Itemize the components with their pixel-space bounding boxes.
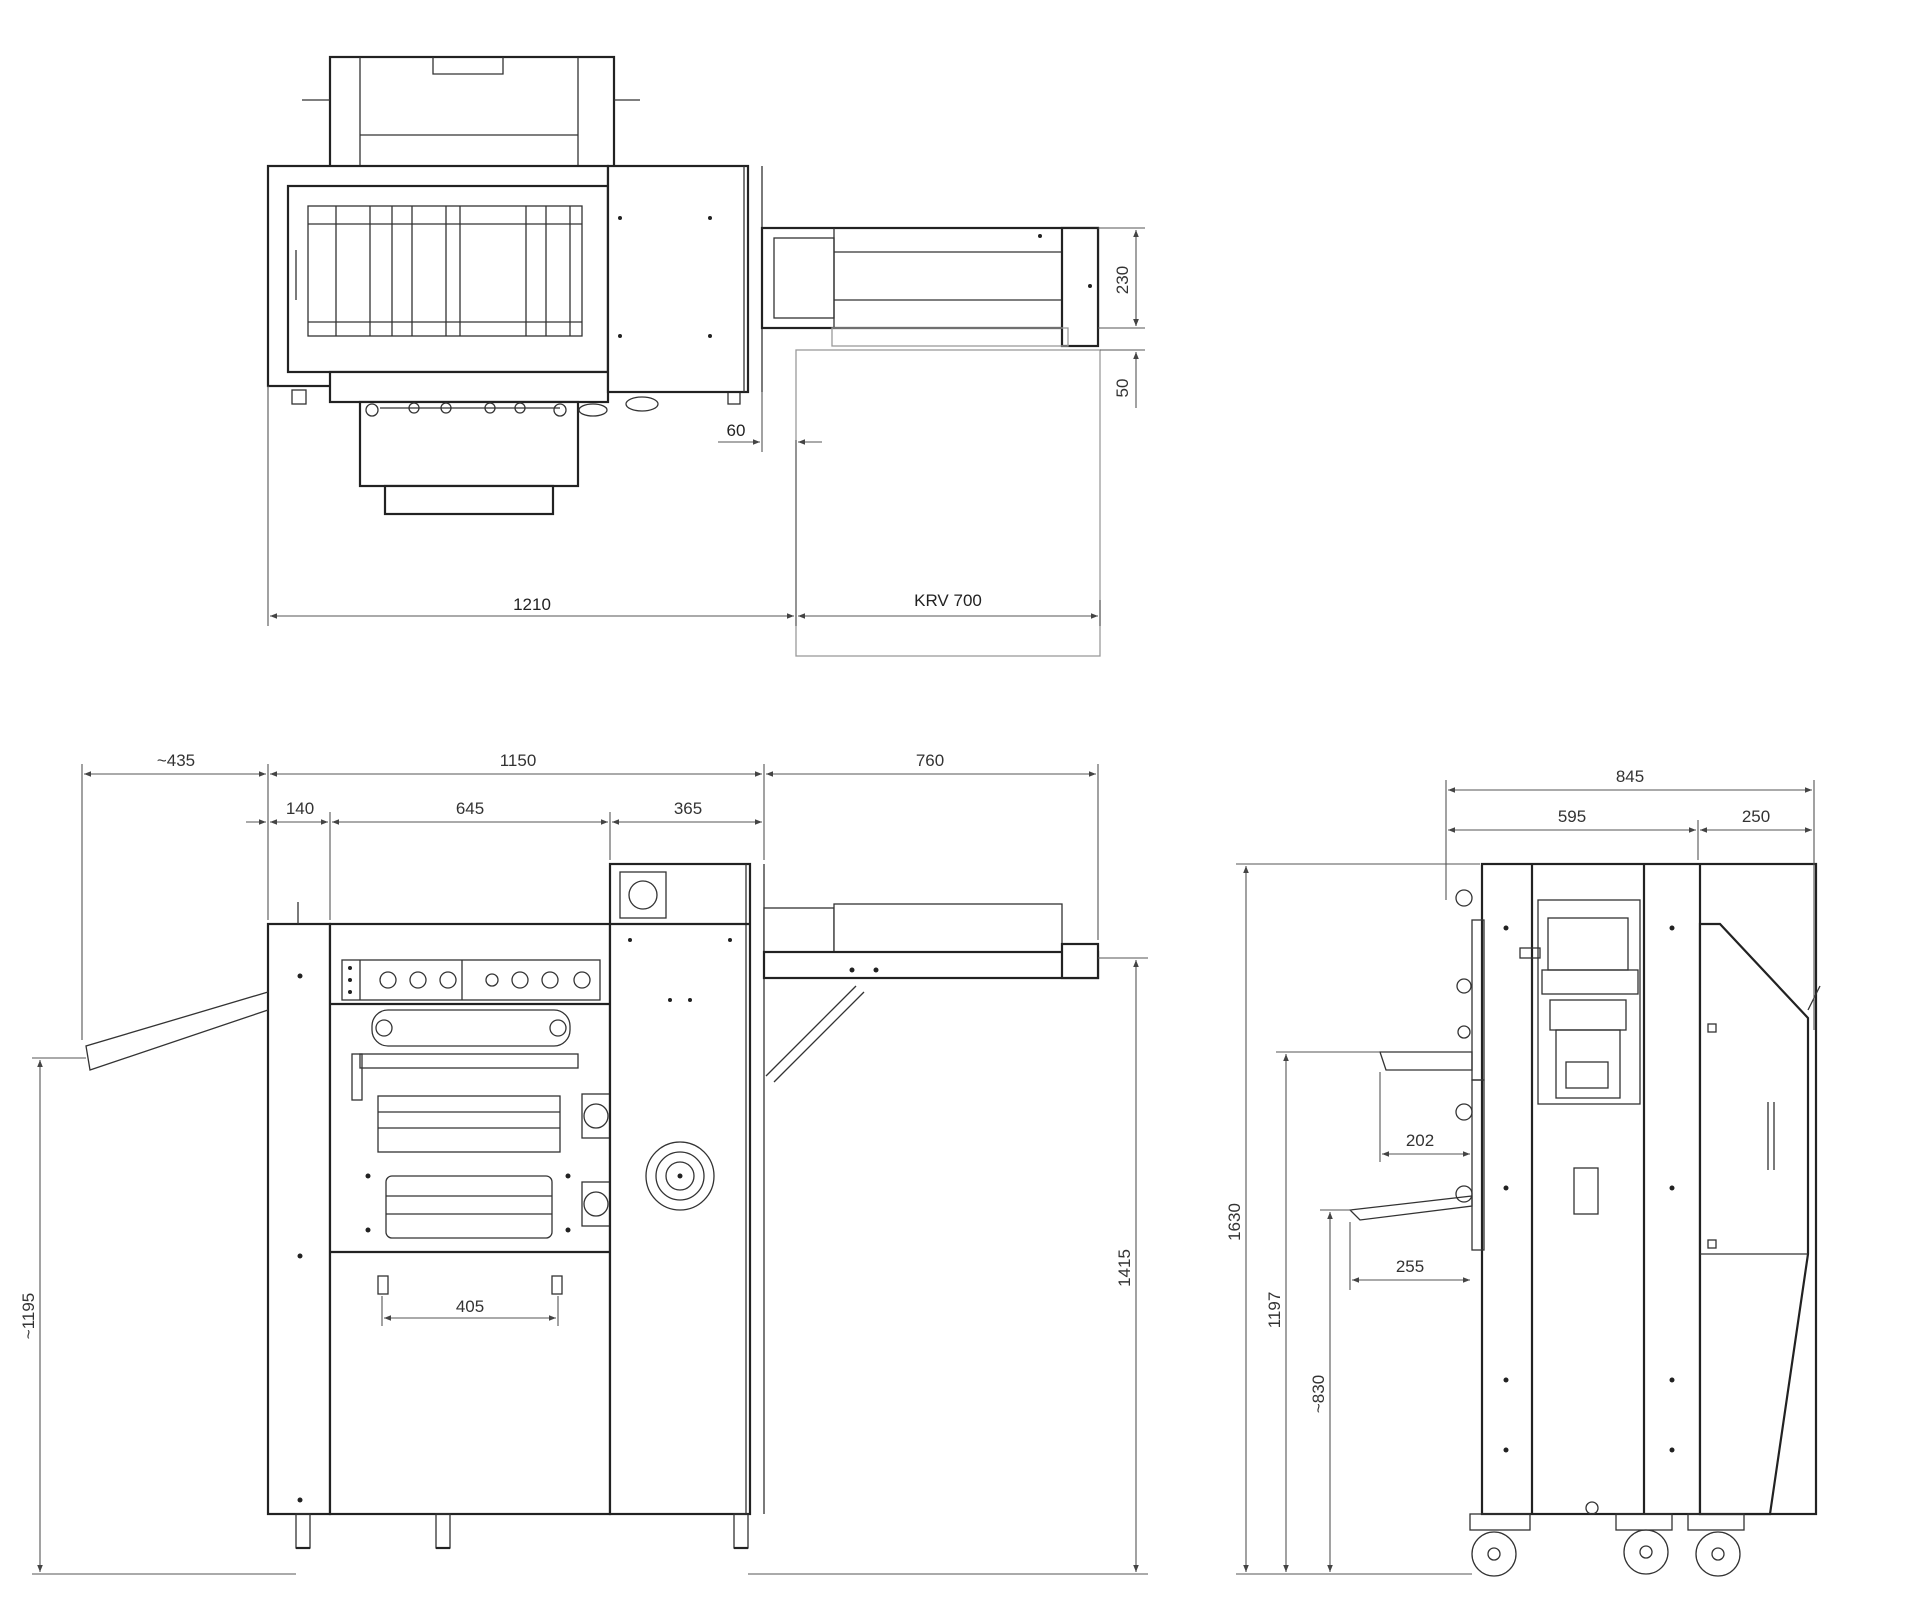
dim-830: ~830: [1309, 1375, 1328, 1413]
side-view: 845 595 250 202 255 1630 1197 ~830: [1225, 767, 1821, 1577]
dim-1150: 1150: [500, 751, 537, 770]
dim-1630: 1630: [1225, 1203, 1244, 1241]
dim-435: ~435: [157, 751, 195, 770]
dim-1195: ~1195: [19, 1293, 38, 1339]
dim-60: 60: [727, 421, 746, 440]
dim-250: 250: [1742, 807, 1770, 826]
dim-365: 365: [674, 799, 702, 818]
dim-645: 645: [456, 799, 484, 818]
dim-230: 230: [1113, 266, 1132, 294]
dim-1210: 1210: [513, 595, 551, 614]
dim-1197: 1197: [1265, 1292, 1284, 1329]
dim-845: 845: [1616, 767, 1644, 786]
front-view: ~435 1150 760 140 645 365 405 ~1195 1415: [19, 751, 1148, 1575]
top-view: 1210 KRV 700 230 50 60: [266, 55, 1145, 657]
dim-140: 140: [286, 799, 314, 818]
dim-50: 50: [1113, 379, 1132, 398]
dim-1415: 1415: [1115, 1249, 1134, 1287]
dim-595: 595: [1558, 807, 1586, 826]
dim-405: 405: [456, 1297, 484, 1316]
dim-760: 760: [916, 751, 944, 770]
dim-202: 202: [1406, 1131, 1434, 1150]
dim-255: 255: [1396, 1257, 1424, 1276]
dim-krv-700: KRV 700: [914, 591, 982, 610]
